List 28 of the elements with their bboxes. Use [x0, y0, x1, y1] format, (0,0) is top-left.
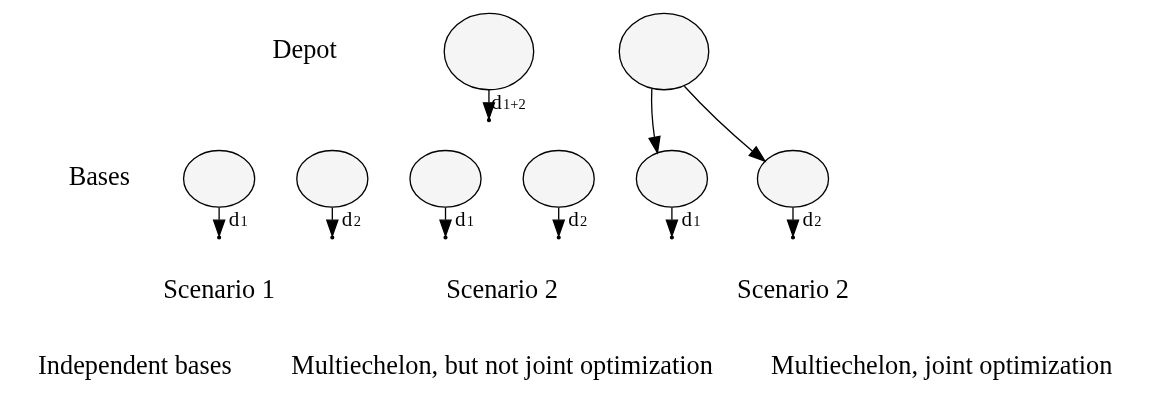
edge-label: d2: [568, 207, 588, 232]
node-circle: [756, 149, 830, 208]
node-circle: [409, 149, 482, 208]
arrow: [683, 85, 767, 163]
label: Multiechelon, but not joint optimization: [291, 351, 713, 381]
edge-label: d2: [341, 207, 361, 232]
arrow: [665, 206, 679, 238]
label: Depot: [272, 35, 337, 65]
node-circle: [443, 12, 535, 91]
edge-label: d1: [455, 207, 475, 232]
label: Independent bases: [38, 351, 232, 381]
arrow: [212, 206, 226, 238]
arrow: [648, 87, 661, 155]
arrow: [482, 89, 496, 121]
label: Multiechelon, joint optimization: [771, 351, 1113, 381]
node-circle: [635, 149, 709, 208]
node-circle: [522, 149, 595, 208]
arrow: [786, 206, 800, 238]
node-circle: [618, 12, 710, 91]
label: Scenario 1: [163, 275, 276, 305]
edge-label: d1: [228, 207, 248, 232]
label: Bases: [68, 162, 131, 192]
node-circle: [182, 149, 256, 208]
label: Scenario 2: [446, 275, 559, 305]
edge-label: d1: [681, 207, 701, 232]
node-circle: [296, 149, 369, 208]
label: Scenario 2: [737, 275, 849, 305]
edge-label: d2: [802, 207, 822, 232]
